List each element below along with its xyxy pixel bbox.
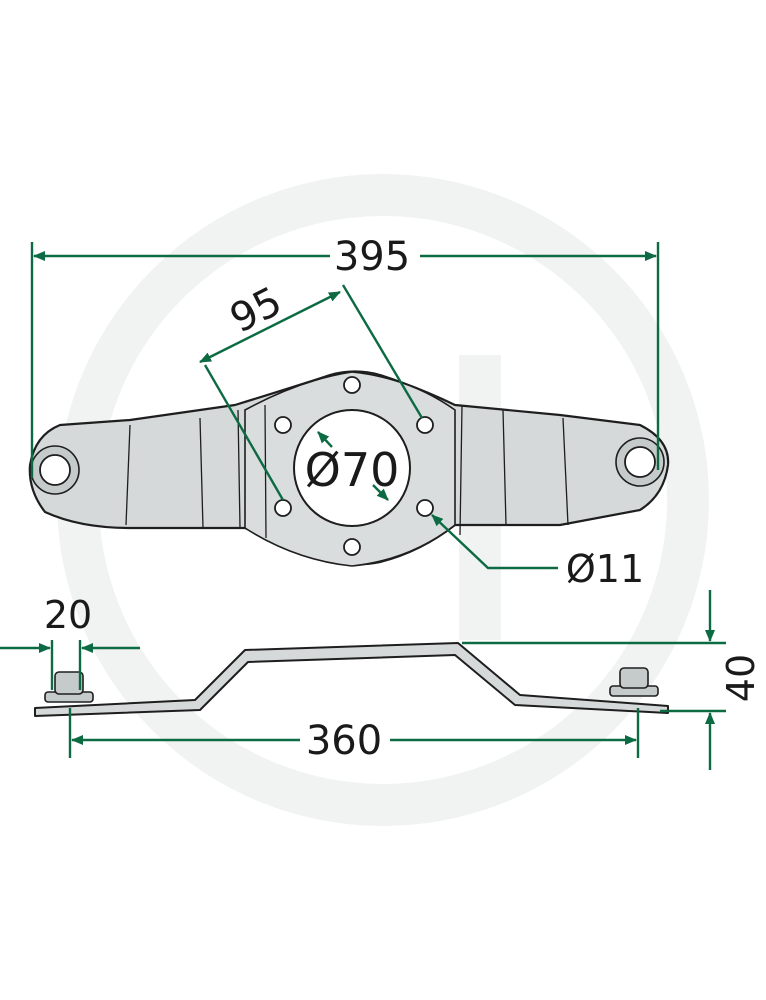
pin-hole-right — [615, 437, 665, 487]
blade-holder-side-profile — [34, 642, 669, 717]
dimension-lines — [0, 242, 726, 770]
pin-left — [44, 671, 94, 703]
dim-overall-length: 395 — [334, 234, 410, 280]
dim-pin-distance: 360 — [306, 718, 382, 764]
dim-center-bore: Ø70 — [305, 443, 400, 497]
dim-hole-circle: 95 — [223, 278, 289, 342]
dim-height: 40 — [719, 654, 763, 702]
top-view — [28, 370, 670, 567]
pin-right — [609, 667, 659, 697]
bolt-holes — [274, 376, 434, 556]
pin-hole-left — [30, 445, 80, 495]
dim-bolt-hole: Ø11 — [566, 547, 644, 591]
side-view — [34, 642, 669, 717]
dim-bolt-offset: 20 — [44, 593, 92, 637]
